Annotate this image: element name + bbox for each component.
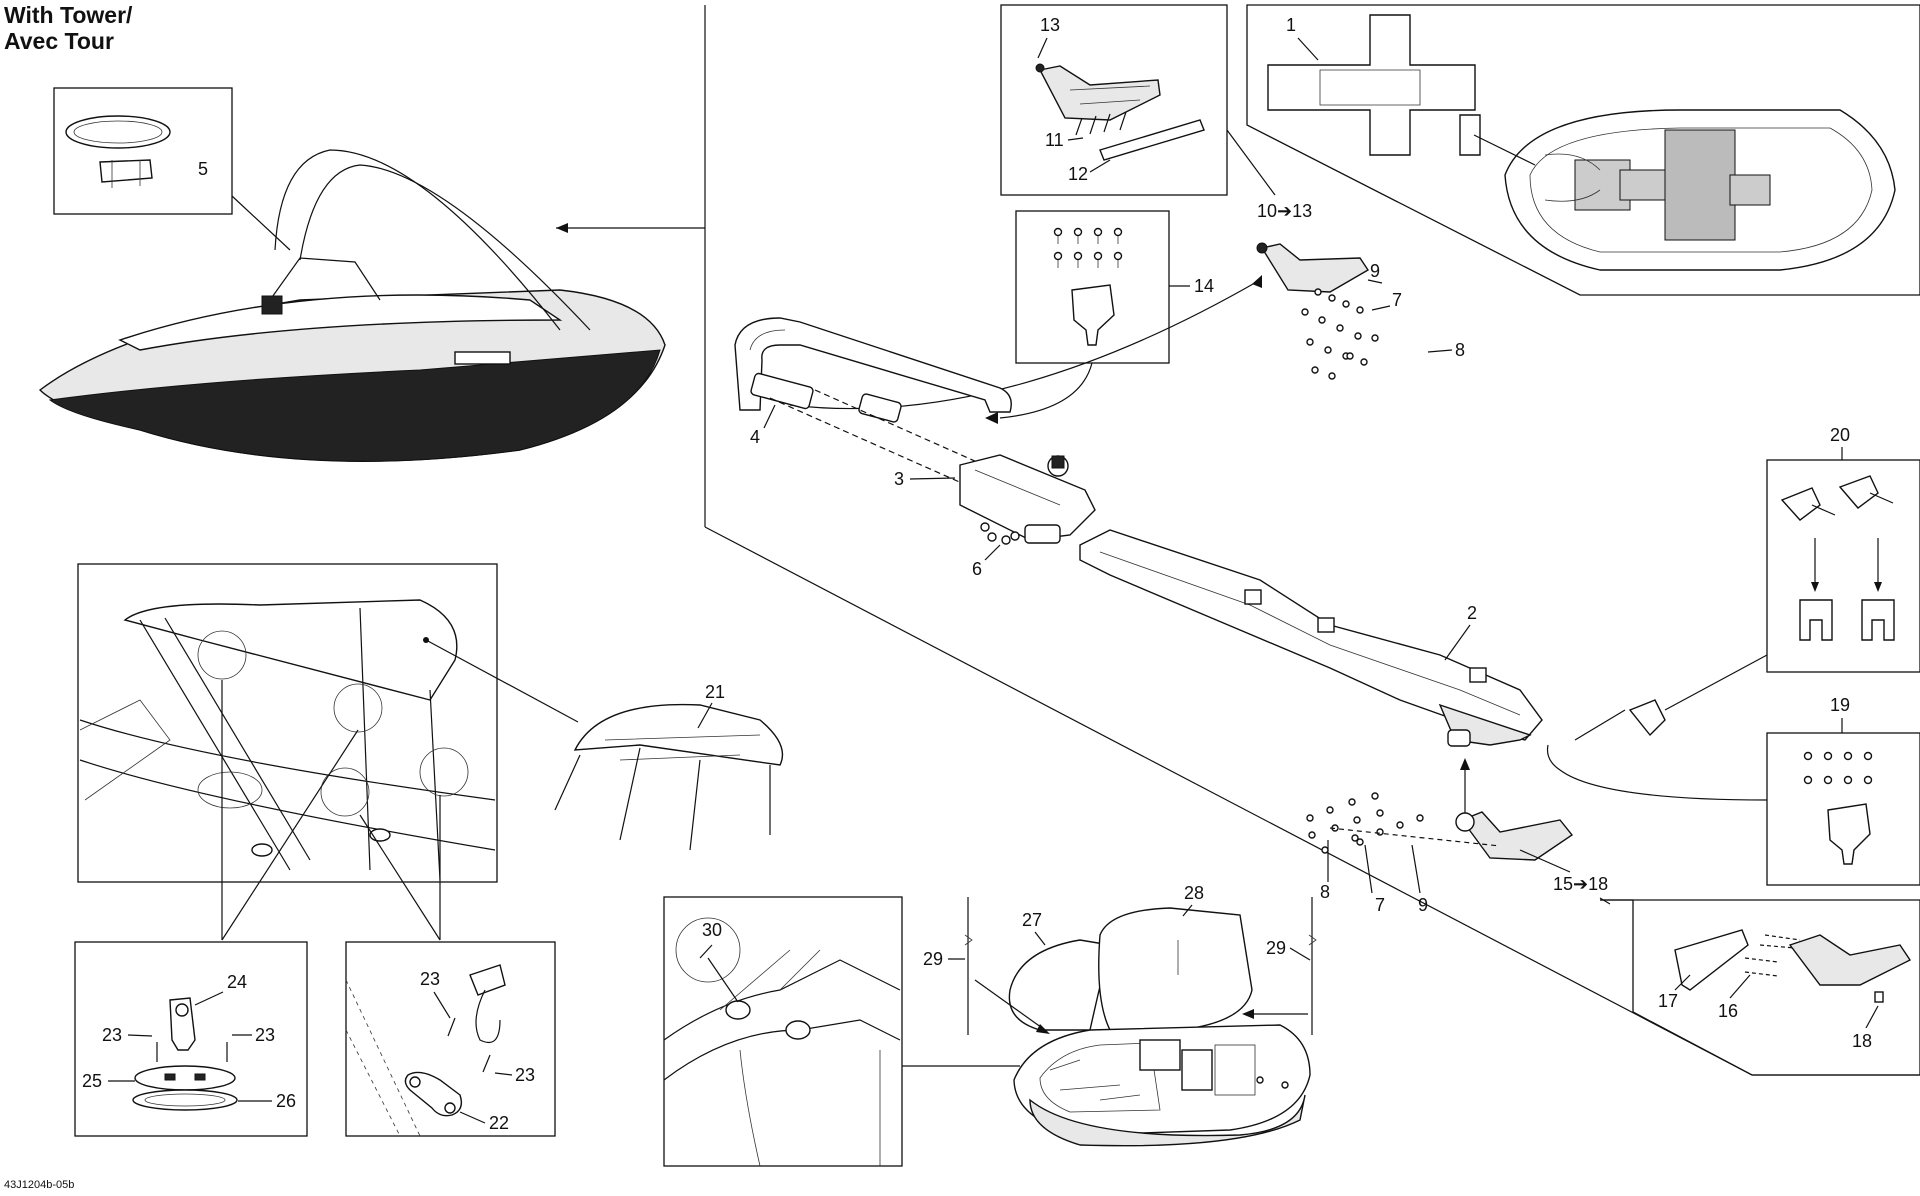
- detail-box-items-23-26: [74, 941, 308, 1137]
- detail-box-item-14: [1015, 210, 1170, 364]
- hinge-bolts-6: [980, 522, 1020, 545]
- callout-25: 25: [82, 1071, 102, 1091]
- callout-2: 2: [1467, 603, 1477, 623]
- tower-top-arch-4: [734, 317, 1012, 423]
- callout-10-13: 10➔13: [1257, 201, 1312, 221]
- callout-7-upper: 7: [1392, 290, 1402, 310]
- callout-9-lower: 9: [1418, 895, 1428, 915]
- hinge-plate-19: [1827, 803, 1871, 865]
- callout-29-right: 29: [1266, 938, 1286, 958]
- detail-box-item-1: [1246, 4, 1920, 296]
- bracket-10-13: [1256, 242, 1369, 293]
- screw-set-14: [1053, 227, 1123, 268]
- detail-box-item-5: [53, 87, 233, 215]
- callout-8-lower: 8: [1320, 882, 1330, 902]
- callout-27: 27: [1022, 910, 1042, 930]
- tower-main-frame-2: [1079, 529, 1543, 747]
- screw-set-19: [1803, 751, 1873, 785]
- callout-29-left: 29: [923, 949, 943, 969]
- callout-17: 17: [1658, 991, 1678, 1011]
- bracket-parts-16-18: [1674, 929, 1912, 1003]
- detail-box-items-22-23: [345, 941, 556, 1137]
- tower-bracket-upper: [1035, 63, 1205, 161]
- callout-23-box2-right: 23: [515, 1065, 535, 1085]
- boat-top-view-illustration: [1504, 109, 1896, 271]
- callout-3: 3: [894, 469, 904, 489]
- callout-19: 19: [1830, 695, 1850, 715]
- support-poles-29: [964, 897, 1317, 1035]
- clamp-knob-on-tower: [1628, 699, 1666, 737]
- detail-box-items-16-18: [1600, 899, 1920, 1076]
- callout-28: 28: [1184, 883, 1204, 903]
- boat-top-view-with-covers: [1013, 1024, 1311, 1147]
- floor-mat-illustration: [1267, 14, 1481, 156]
- callout-7-lower: 7: [1375, 895, 1385, 915]
- callout-5: 5: [198, 159, 208, 179]
- drawing-reference-code: 43J1204b-05b: [4, 1179, 74, 1191]
- callout-6: 6: [972, 559, 982, 579]
- callout-14: 14: [1194, 276, 1214, 296]
- callout-23-box1-right: 23: [255, 1025, 275, 1045]
- callout-11: 11: [1045, 130, 1064, 150]
- detail-box-items-11-13: [1000, 4, 1228, 196]
- detail-box-item-20: [1766, 459, 1920, 673]
- bimini-installed-illustration: [79, 599, 496, 881]
- detail-box-bimini-installed: [77, 563, 498, 883]
- callout-12: 12: [1068, 164, 1088, 184]
- callout-21: 21: [705, 682, 725, 702]
- diagram-title-line1: With Tower/: [4, 2, 133, 28]
- callout-16: 16: [1718, 1001, 1738, 1021]
- washer-nut-set-lower: [1306, 792, 1424, 854]
- callout-13: 13: [1040, 15, 1060, 35]
- callout-22: 22: [489, 1113, 509, 1133]
- callout-8-upper: 8: [1455, 340, 1465, 360]
- clamp-knobs-20: [1780, 475, 1895, 641]
- callout-18: 18: [1852, 1031, 1872, 1051]
- callout-23-box2-top: 23: [420, 969, 440, 989]
- callout-20: 20: [1830, 425, 1850, 445]
- mirror-illustration: [65, 115, 171, 188]
- callout-30: 30: [702, 920, 722, 940]
- strap-parts-22-23: [345, 964, 506, 1137]
- hinge-plate-14: [1071, 284, 1115, 346]
- windshield-detail-illustration: [663, 917, 901, 1167]
- tower-hinge-3: [959, 454, 1096, 544]
- bimini-top-21: [554, 703, 784, 851]
- callout-15-18: 15➔18: [1553, 874, 1608, 894]
- boat-with-tower-illustration: [38, 149, 666, 462]
- callout-4: 4: [750, 427, 760, 447]
- detail-box-item-19: [1766, 732, 1920, 886]
- washer-nut-set-upper: [1301, 288, 1379, 380]
- callout-1: 1: [1286, 15, 1296, 35]
- diagram-title-line2: Avec Tour: [4, 28, 114, 54]
- bracket-15-18: [1455, 811, 1574, 861]
- cover-28: [1098, 907, 1253, 1031]
- callout-26: 26: [276, 1091, 296, 1111]
- callout-24: 24: [227, 972, 247, 992]
- mount-parts-23-26: [132, 997, 238, 1111]
- callout-9-upper: 9: [1370, 261, 1380, 281]
- detail-box-item-30: [663, 896, 903, 1167]
- cover-27: [1008, 939, 1111, 1031]
- callout-23-box1-left: 23: [102, 1025, 122, 1045]
